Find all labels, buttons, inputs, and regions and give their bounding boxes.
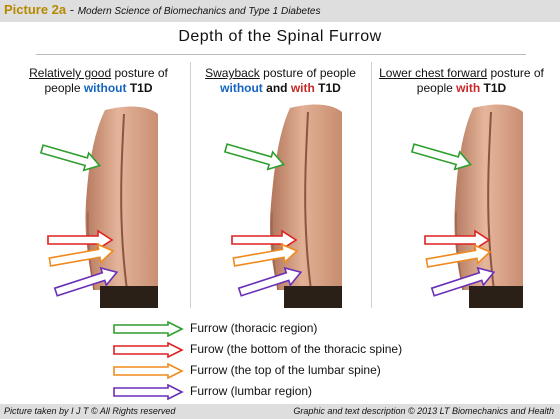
- legend-label: Furrow (the top of the lumbar spine): [190, 363, 381, 377]
- panel-swayback-posture: Swayback posture of people without and w…: [192, 62, 369, 308]
- arrow-top-lumbar: [425, 244, 492, 268]
- panel-caption: Lower chest forward posture of people wi…: [373, 66, 550, 96]
- arrow-bottom-thoracic: [231, 229, 298, 251]
- header-dash: -: [66, 2, 78, 17]
- green-arrow-icon: [113, 321, 184, 337]
- red-arrow-icon: [113, 342, 184, 358]
- caption-text: posture of: [487, 66, 544, 80]
- caption-text: people: [416, 81, 457, 95]
- caption-with: with: [456, 81, 481, 95]
- caption-and: and: [262, 81, 291, 95]
- picture-number: Picture 2a: [4, 2, 67, 17]
- footer-bar: Picture taken by I J T © All Rights rese…: [0, 404, 560, 419]
- legend-item-top-lumbar: Furrow (the top of the lumbar spine): [112, 362, 512, 380]
- caption-text: people: [44, 81, 84, 95]
- waistband: [284, 286, 342, 308]
- legend-label: Furrow (thoracic region): [190, 321, 318, 335]
- arrow-lumbar: [53, 266, 119, 297]
- footer-copyright: Graphic and text description © 2013 LT B…: [293, 406, 554, 416]
- legend-item-thoracic: Furrow (thoracic region): [112, 320, 512, 338]
- arrow-lumbar: [237, 266, 303, 297]
- arrow-bottom-thoracic: [424, 229, 491, 251]
- orange-arrow-icon: [113, 363, 184, 379]
- panel-caption: Swayback posture of people without and w…: [192, 66, 369, 96]
- header-bar: Picture 2a - Modern Science of Biomechan…: [0, 0, 560, 22]
- arrow-thoracic: [410, 143, 473, 171]
- header-subtitle: Modern Science of Biomechanics and Type …: [77, 6, 321, 17]
- caption-without: without: [83, 81, 127, 95]
- footer-photo-credit: Picture taken by I J T © All Rights rese…: [4, 406, 176, 416]
- waistband: [469, 286, 523, 308]
- waistband: [100, 286, 158, 308]
- arrow-thoracic: [223, 143, 286, 171]
- caption-t1d: T1D: [126, 81, 153, 95]
- caption-posture-type: Swayback: [205, 66, 260, 80]
- title-divider: [36, 54, 526, 55]
- panel-divider: [371, 62, 372, 308]
- torso-illustration: [410, 104, 523, 308]
- legend-label: Furrow (lumbar region): [190, 384, 313, 398]
- caption-without: without: [220, 81, 263, 95]
- arrow-bottom-thoracic: [47, 229, 114, 251]
- panel-good-posture: Relatively good posture of people withou…: [10, 62, 187, 308]
- page-title: Depth of the Spinal Furrow: [178, 28, 382, 45]
- legend-item-lumbar: Furrow (lumbar region): [112, 383, 512, 401]
- arrow-thoracic: [39, 144, 102, 172]
- caption-with: with: [290, 81, 315, 95]
- legend-item-bottom-thoracic: Furow (the bottom of the thoracic spine): [112, 341, 512, 359]
- purple-arrow-icon: [113, 384, 184, 400]
- caption-posture-type: Relatively good: [29, 66, 112, 80]
- panel-lower-chest-forward-posture: Lower chest forward posture of people wi…: [373, 62, 550, 308]
- caption-t1d: T1D: [314, 81, 341, 95]
- caption-t1d: T1D: [480, 81, 507, 95]
- torso-illustration: [39, 106, 158, 308]
- panel-divider: [190, 62, 191, 308]
- spinal-furrow: [304, 111, 312, 291]
- caption-posture-type: Lower chest forward: [379, 66, 488, 80]
- caption-text: posture of: [111, 66, 168, 80]
- picture-label: Picture 2a - Modern Science of Biomechan…: [4, 2, 320, 17]
- spinal-furrow: [120, 113, 128, 291]
- arrow-lumbar: [430, 266, 496, 297]
- panel-caption: Relatively good posture of people withou…: [10, 66, 187, 96]
- torso-illustration: [223, 104, 342, 308]
- arrow-top-lumbar: [232, 243, 299, 267]
- arrow-top-lumbar: [48, 243, 115, 267]
- caption-text: posture of people: [259, 66, 356, 80]
- legend-label: Furow (the bottom of the thoracic spine): [190, 342, 403, 356]
